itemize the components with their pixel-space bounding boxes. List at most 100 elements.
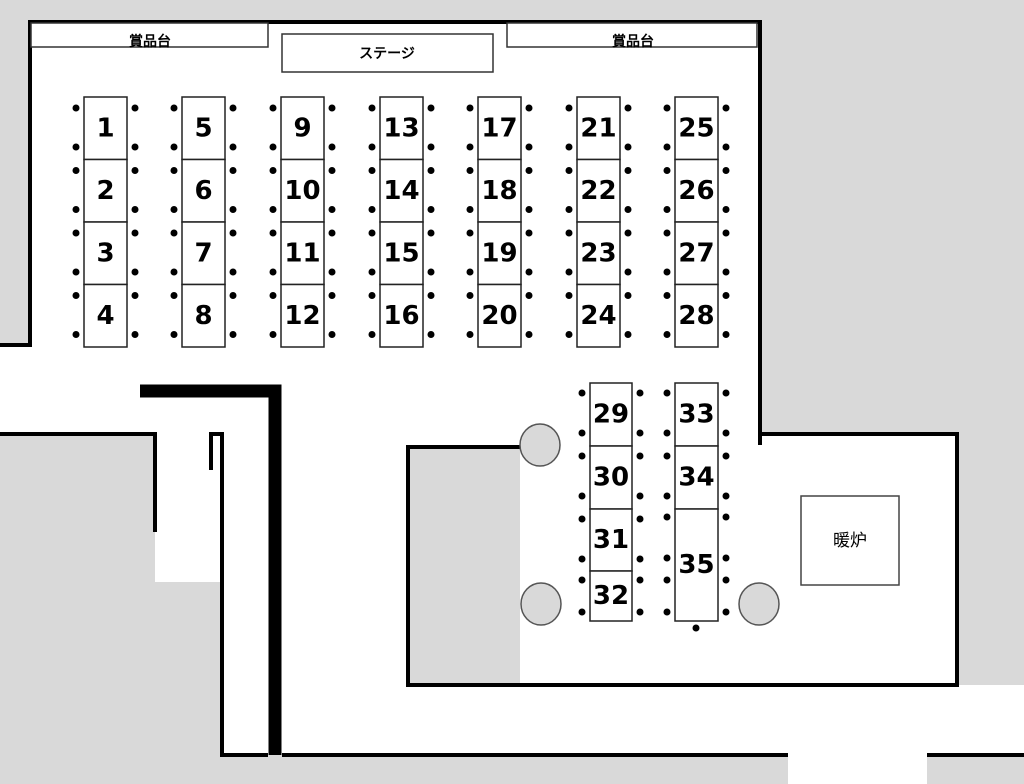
chair-dot <box>565 229 573 237</box>
chair-dot <box>269 167 277 174</box>
chair-dot <box>131 268 139 276</box>
chair-dot <box>722 576 730 584</box>
table-outline <box>379 158 424 223</box>
chair-dot <box>427 268 435 276</box>
table-outline <box>674 508 719 622</box>
chair-dot <box>663 292 671 299</box>
guest-table[interactable]: 6 <box>170 158 237 223</box>
guest-table[interactable]: 32 <box>578 570 644 622</box>
fireplace: 暖炉 <box>800 495 900 586</box>
chair-dot <box>722 206 730 213</box>
tables: 1234567891011121314151617181920212223242… <box>72 96 730 632</box>
chair-dot <box>722 229 730 237</box>
guest-table[interactable]: 34 <box>663 445 730 510</box>
table-number: 4 <box>96 301 114 331</box>
guest-table[interactable]: 19 <box>466 221 533 286</box>
guest-table[interactable]: 31 <box>578 508 644 572</box>
chair-dot <box>466 229 474 237</box>
chair-dot <box>131 167 139 174</box>
guest-table[interactable]: 12 <box>269 283 336 348</box>
chair-dot <box>368 104 376 112</box>
table-number: 1 <box>96 113 114 143</box>
guest-table[interactable]: 2 <box>72 158 139 223</box>
guest-table[interactable]: 5 <box>170 96 237 161</box>
guest-table[interactable]: 17 <box>466 96 533 161</box>
chair-dot <box>722 292 730 299</box>
chair-dot <box>131 331 139 338</box>
walls <box>0 20 1024 757</box>
guest-table[interactable]: 15 <box>368 221 435 286</box>
chair-dot <box>368 331 376 338</box>
chair-dot <box>170 104 178 112</box>
chair-dot <box>427 292 435 299</box>
chair-dot <box>466 206 474 213</box>
chair-dot <box>466 331 474 338</box>
chair-dot <box>368 143 376 151</box>
chair-dot <box>368 292 376 299</box>
chair-dot <box>525 268 533 276</box>
guest-table[interactable]: 11 <box>269 221 336 286</box>
guest-table[interactable]: 14 <box>368 158 435 223</box>
table-outline <box>674 382 719 447</box>
guest-table[interactable]: 24 <box>565 283 632 348</box>
guest-table[interactable]: 27 <box>663 221 730 286</box>
chair-dot <box>229 268 237 276</box>
guest-table[interactable]: 20 <box>466 283 533 348</box>
chair-dot <box>565 292 573 299</box>
chair-dot <box>722 268 730 276</box>
chair-dot <box>328 229 336 237</box>
guest-table[interactable]: 35 <box>663 508 730 622</box>
guest-table[interactable]: 33 <box>663 382 730 447</box>
table-number: 18 <box>481 176 517 206</box>
prize-table-left-label: 賞品台 <box>129 33 171 50</box>
chair-dot <box>663 576 671 584</box>
guest-table[interactable]: 9 <box>269 96 336 161</box>
guest-table[interactable]: 29 <box>578 382 644 447</box>
guest-table[interactable]: 1 <box>72 96 139 161</box>
table-outline <box>83 158 128 223</box>
table-outline <box>181 283 226 348</box>
chair-dot <box>72 167 80 174</box>
chair-dot <box>170 206 178 213</box>
guest-table[interactable]: 3 <box>72 221 139 286</box>
chair-dot <box>722 554 730 562</box>
chair-dot <box>72 268 80 276</box>
chair-dot <box>722 167 730 174</box>
chair-dot <box>565 206 573 213</box>
left-gray <box>0 434 155 784</box>
guest-table[interactable]: 28 <box>663 283 730 348</box>
table-outline <box>83 221 128 286</box>
table-number: 10 <box>284 176 320 206</box>
chair-dot <box>229 229 237 237</box>
table-outline <box>674 221 719 286</box>
chair-dot <box>368 206 376 213</box>
guest-table[interactable]: 18 <box>466 158 533 223</box>
guest-table[interactable]: 13 <box>368 96 435 161</box>
guest-table[interactable]: 8 <box>170 283 237 348</box>
table-outline <box>477 158 522 223</box>
chair-dot <box>722 513 730 521</box>
guest-table[interactable]: 30 <box>578 445 644 510</box>
chair-dot <box>131 292 139 299</box>
chair-dot <box>131 229 139 237</box>
guest-table[interactable]: 16 <box>368 283 435 348</box>
chair-dot <box>565 331 573 338</box>
guest-table[interactable]: 10 <box>269 158 336 223</box>
chair-dot <box>427 331 435 338</box>
table-outline <box>181 96 226 161</box>
table-outline <box>576 221 621 286</box>
guest-table[interactable]: 23 <box>565 221 632 286</box>
table-number: 25 <box>678 113 714 143</box>
table-outline <box>83 283 128 348</box>
chair-dot <box>72 143 80 151</box>
table-outline <box>674 445 719 510</box>
exit-floor <box>788 755 927 784</box>
guest-table[interactable]: 26 <box>663 158 730 223</box>
chair-dot <box>636 555 644 563</box>
guest-table[interactable]: 4 <box>72 283 139 348</box>
table-number: 21 <box>580 113 616 143</box>
guest-table[interactable]: 22 <box>565 158 632 223</box>
guest-table[interactable]: 25 <box>663 96 730 161</box>
chair-dot <box>229 292 237 299</box>
